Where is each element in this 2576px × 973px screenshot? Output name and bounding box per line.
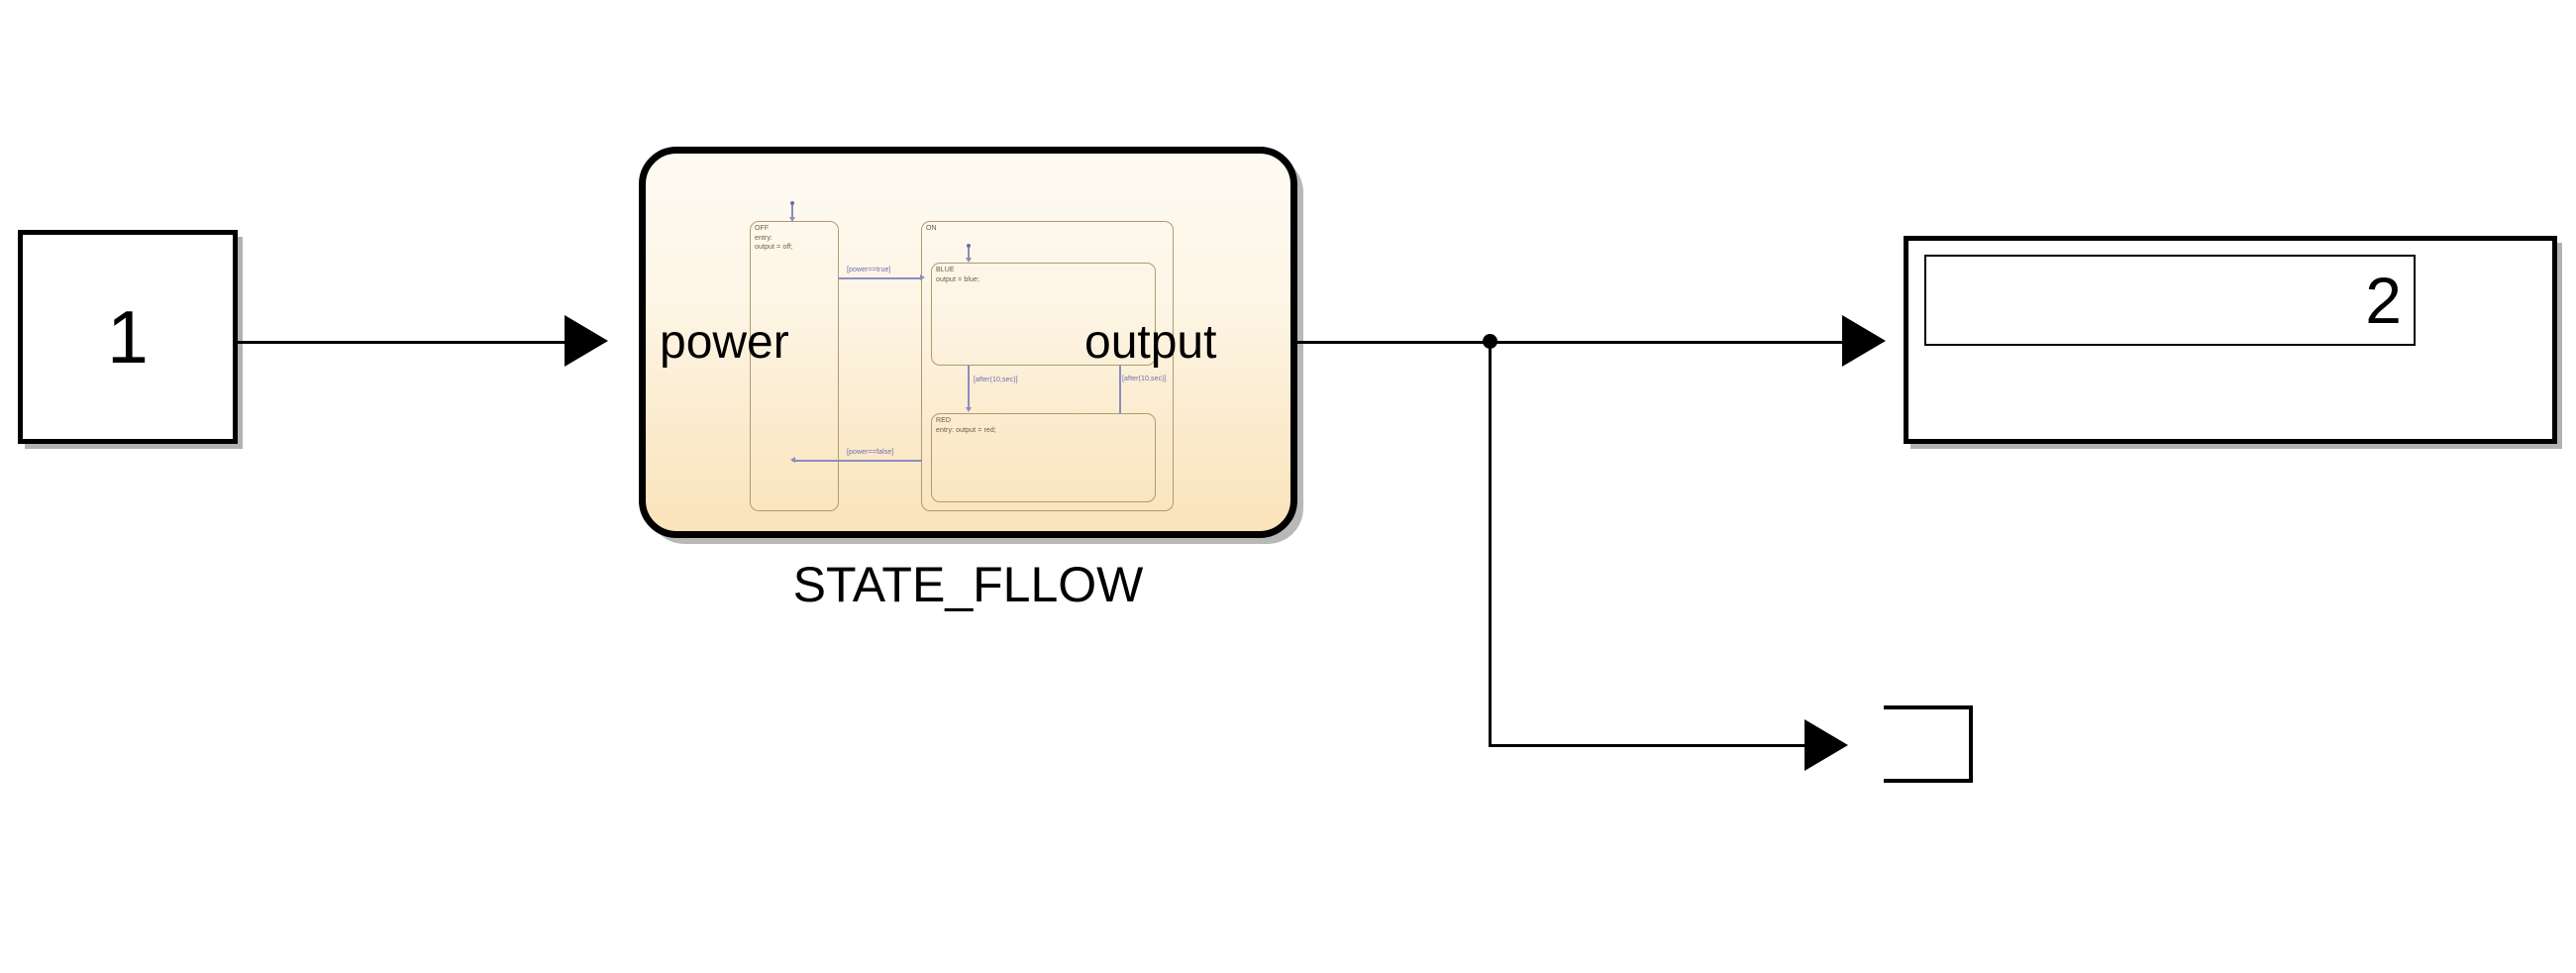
state-off-title: OFF — [755, 225, 770, 232]
default-transition-arrow-blue — [965, 258, 972, 263]
state-red-title: RED — [936, 417, 952, 424]
state-on-title: ON — [926, 225, 937, 232]
wire-chart-to-display — [1297, 341, 1842, 344]
state-on — [921, 221, 1174, 511]
arrowhead-display-input — [1842, 315, 1886, 367]
display-value: 2 — [2365, 264, 2402, 337]
wire-branch-to-scope — [1489, 744, 1807, 747]
chart-block-caption: STATE_FLLOW — [792, 557, 1144, 612]
chart-input-port-label: power — [660, 316, 789, 369]
transition-on-to-off-arrow — [790, 457, 795, 463]
display-block[interactable]: 2 — [1904, 236, 2557, 444]
state-blue-body: output = blue; — [936, 276, 980, 283]
state-red-body: entry: output = red; — [936, 427, 996, 434]
transition-on-to-off-label: [power==false] — [847, 449, 894, 456]
transition-blue-to-red-label: [after(10,sec)] — [974, 377, 1018, 383]
wire-constant-to-chart — [238, 341, 565, 344]
scope-bracket-bottom — [1884, 779, 1973, 783]
transition-blue-to-red — [968, 366, 970, 409]
transition-off-to-on-arrow — [920, 274, 925, 280]
state-blue — [931, 263, 1156, 366]
default-transition-blue — [968, 248, 970, 260]
display-value-field: 2 — [1924, 255, 2416, 346]
constant-value: 1 — [107, 294, 149, 378]
state-blue-title: BLUE — [936, 267, 955, 273]
chart-thumbnail: OFF entry: output = off; ON BLUE output … — [646, 154, 1290, 531]
transition-blue-to-red-arrow — [965, 407, 972, 412]
default-transition-off — [791, 205, 793, 219]
scope-bracket-top — [1884, 705, 1973, 709]
state-red — [931, 413, 1156, 502]
transition-off-to-on — [839, 277, 922, 279]
default-transition-dot-blue — [967, 244, 971, 248]
scope-bracket-right — [1969, 705, 1973, 783]
transition-red-to-blue — [1119, 366, 1121, 413]
stateflow-chart-block[interactable]: OFF entry: output = off; ON BLUE output … — [639, 147, 1297, 538]
arrowhead-scope-input — [1804, 719, 1848, 771]
arrowhead-chart-input — [565, 315, 608, 367]
scope-block[interactable] — [1884, 705, 1973, 783]
default-transition-arrow-off — [788, 217, 795, 222]
transition-on-to-off — [792, 460, 922, 462]
constant-block[interactable]: 1 — [18, 230, 238, 444]
transition-red-to-blue-label: [after(10,sec)] — [1122, 376, 1167, 382]
wire-branch-vertical — [1489, 341, 1492, 747]
default-transition-dot-off — [790, 201, 794, 205]
chart-output-port-label: output — [1084, 316, 1217, 369]
transition-off-to-on-label: [power==true] — [847, 267, 891, 273]
state-off-body: entry: output = off; — [755, 235, 793, 252]
